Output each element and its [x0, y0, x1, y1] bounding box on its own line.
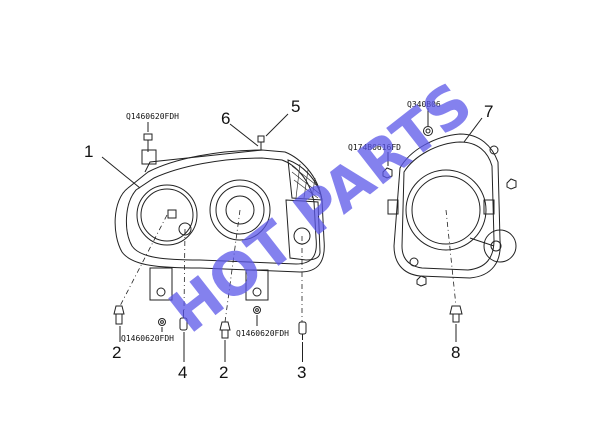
reflector-main	[209, 179, 271, 241]
nut-far-right	[506, 178, 517, 190]
callout-7: 7	[484, 102, 493, 121]
part-code-bottom-left: Q1460620FDH	[121, 334, 174, 343]
part-code-right-top: Q340B06	[407, 100, 441, 109]
bulb-4	[179, 310, 188, 331]
headlight-housing	[114, 149, 325, 301]
mount-tab-right	[245, 269, 269, 301]
lamp-unit-right	[387, 133, 517, 279]
bolt-top-left	[143, 133, 153, 152]
watermark-text: HOT PARTS	[157, 69, 485, 346]
nut-mid-right	[382, 167, 393, 179]
bulb-8	[449, 305, 463, 323]
reflector-left	[136, 184, 198, 246]
bulb-socket-mid	[219, 321, 231, 339]
callout-2-left: 2	[112, 343, 121, 362]
callout-4: 4	[178, 363, 187, 382]
callout-2-mid: 2	[219, 363, 228, 382]
nut-top-right	[423, 126, 433, 136]
mount-tab-left	[149, 267, 173, 301]
washer-bottom-left	[158, 318, 166, 326]
bulb-3	[298, 321, 307, 340]
part-code-top-left: Q1460620FDH	[126, 112, 179, 121]
screw-top	[257, 135, 265, 150]
callout-8: 8	[451, 343, 460, 362]
washer-bottom-mid	[253, 306, 261, 314]
callout-5: 5	[291, 97, 300, 116]
callout-6: 6	[221, 109, 230, 128]
nut-bottom-right	[416, 275, 427, 287]
part-code-right-mid: Q174B0616FD	[348, 143, 401, 152]
callout-1: 1	[84, 142, 93, 161]
bulb-socket-left	[113, 305, 125, 325]
part-code-bottom-mid: Q1460620FDH	[236, 329, 289, 338]
callout-3: 3	[297, 363, 306, 382]
